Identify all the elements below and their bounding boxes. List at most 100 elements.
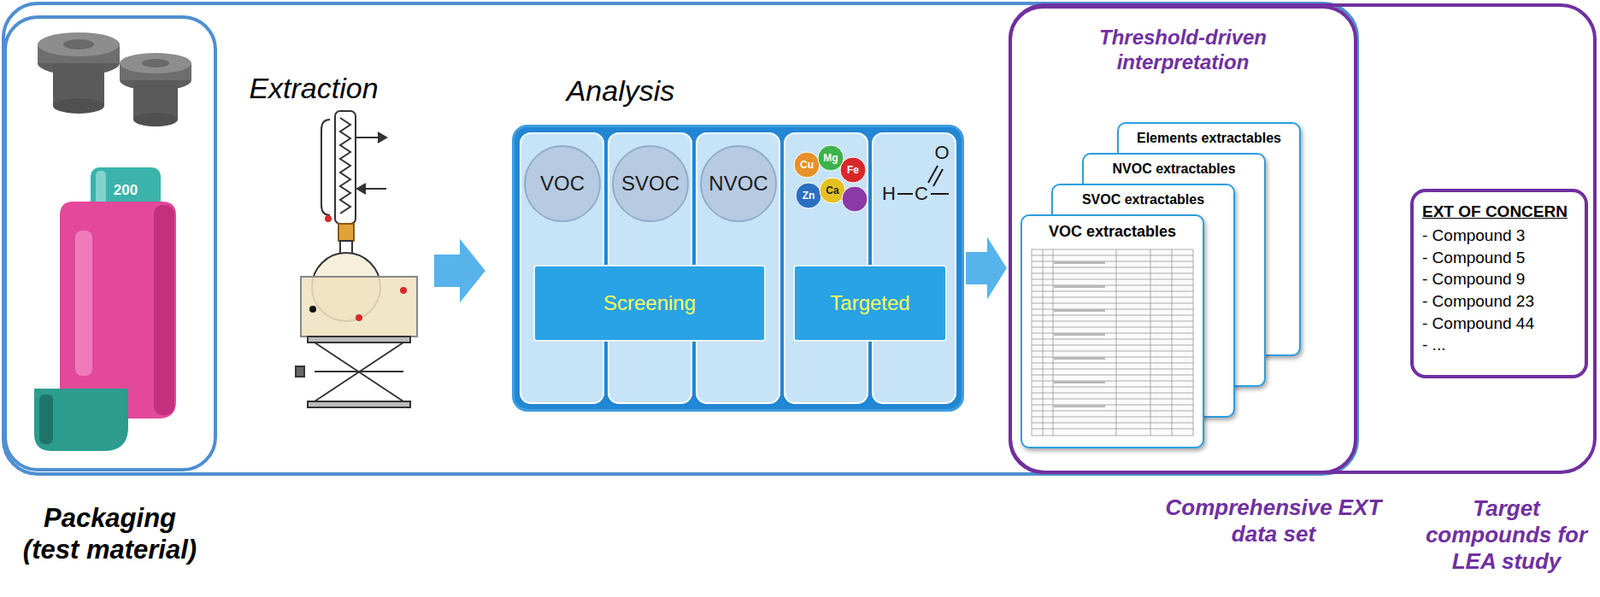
table-grid (1150, 249, 1152, 436)
table-grid (1031, 387, 1194, 389)
table-grid (1053, 285, 1106, 289)
element-ball (840, 157, 866, 183)
method-bar: Targeted (793, 264, 948, 342)
card-title: VOC extractables (1022, 223, 1203, 242)
packaging-box: Packaging (test material) (3, 15, 218, 472)
table-grid (1031, 321, 1194, 323)
method-bar: Screening (533, 264, 766, 342)
analysis-panel: AnalysisVOCSVOCNVOCScreeningTargetedCuMg… (511, 124, 965, 412)
soxhlet-apparatus (357, 183, 366, 195)
soxhlet-apparatus (314, 342, 404, 402)
table-grid (1053, 357, 1106, 360)
rubber-stopper (133, 112, 178, 127)
table-grid (1031, 345, 1194, 347)
table-grid (1031, 255, 1194, 257)
element-ball (817, 145, 844, 171)
column (520, 133, 956, 404)
soxhlet-apparatus (340, 117, 351, 214)
table-grid (1031, 411, 1194, 412)
soxhlet-apparatus (338, 223, 354, 242)
element-symbol: Ca (825, 185, 839, 196)
report-card: VOC extractables (1020, 214, 1205, 449)
soxhlet-apparatus (321, 119, 330, 216)
soxhlet-apparatus (324, 215, 332, 223)
table-grid (1031, 303, 1194, 305)
bar-label: Targeted (829, 291, 910, 316)
atom-symbol: O (934, 143, 949, 163)
card-title: SVOC extractables (1052, 192, 1234, 208)
list-heading: EXT OF CONCERN (1422, 202, 1568, 222)
table-grid (1031, 429, 1194, 430)
rubber-stopper (63, 39, 95, 50)
table-grid (1053, 405, 1106, 408)
rubber-stopper (141, 58, 170, 68)
circle-label: SVOC (621, 171, 680, 196)
card-title: Elements extractables (1118, 130, 1300, 147)
table-grid (1031, 273, 1194, 275)
soxhlet-apparatus (314, 342, 404, 402)
step-label: Extraction (248, 73, 378, 103)
soxhlet-apparatus (307, 336, 411, 343)
block-arrow (433, 236, 487, 306)
table-grid (1031, 423, 1194, 424)
inhaler (39, 394, 53, 445)
table-grid (1031, 363, 1194, 365)
card-title: NVOC extractables (1083, 161, 1265, 177)
list-item: - Compound 3 (1422, 224, 1525, 248)
category-circle: VOC (523, 145, 601, 223)
soxhlet-apparatus (295, 366, 305, 377)
table-grid (1031, 339, 1194, 341)
list-item: - Compound 44 (1422, 312, 1535, 336)
element-ball (795, 182, 822, 209)
soxhlet-apparatus (314, 370, 404, 373)
rubber-stopper (37, 32, 120, 57)
element-symbol: Zn (802, 190, 816, 201)
table-grid (1031, 249, 1194, 436)
table-grid (1052, 249, 1054, 436)
element-symbol: Cu (800, 159, 814, 171)
table-grid (1053, 381, 1106, 384)
bar-label: Screening (603, 291, 696, 316)
circle-label: VOC (540, 171, 585, 196)
chemical-bond (930, 193, 949, 195)
element-ball (841, 186, 868, 212)
table-grid (1031, 393, 1194, 395)
list-item: - Compound 9 (1422, 268, 1525, 291)
inhaler (34, 167, 177, 452)
outer-frame (3, 3, 1358, 475)
flow-arrow (964, 234, 1008, 303)
table-grid (1031, 327, 1194, 329)
soxhlet-apparatus (355, 314, 363, 322)
soxhlet-apparatus (309, 305, 317, 313)
chemical-bond (933, 169, 943, 187)
inhaler (34, 388, 129, 452)
target-frame: Target compounds for LEA studyThreshold-… (1008, 3, 1597, 475)
interpretation-box: Threshold-driven interpretationComprehen… (1008, 5, 1358, 475)
table-grid (1031, 297, 1194, 299)
table-grid (1031, 267, 1194, 269)
outer-frame (3, 3, 1358, 475)
box-caption: Comprehensive EXT data set (1153, 494, 1394, 548)
table-grid (1031, 279, 1194, 281)
inhaler (75, 230, 93, 377)
panel-title: Analysis (552, 73, 689, 109)
rubber-stopper (119, 52, 192, 74)
inhaler (153, 205, 175, 416)
table-grid (1031, 351, 1194, 353)
list-item: - Compound 23 (1422, 290, 1535, 313)
rubber-stopper (52, 98, 105, 114)
table-grid (1171, 249, 1173, 436)
table-grid (1031, 291, 1194, 293)
soxhlet-apparatus (377, 132, 387, 143)
table-grid (1116, 249, 1118, 436)
soxhlet-apparatus (295, 111, 418, 408)
table-grid (1053, 309, 1106, 312)
list-item: - Compound 5 (1422, 247, 1525, 270)
inhaler (59, 201, 177, 419)
box-title: Threshold-driven interpretation (1080, 25, 1286, 76)
frame-caption: Target compounds for LEA study (1418, 495, 1595, 577)
atom-symbol: C (914, 184, 929, 204)
soxhlet-apparatus (300, 276, 418, 337)
element-ball (819, 177, 846, 204)
circle-label: NVOC (708, 171, 768, 196)
